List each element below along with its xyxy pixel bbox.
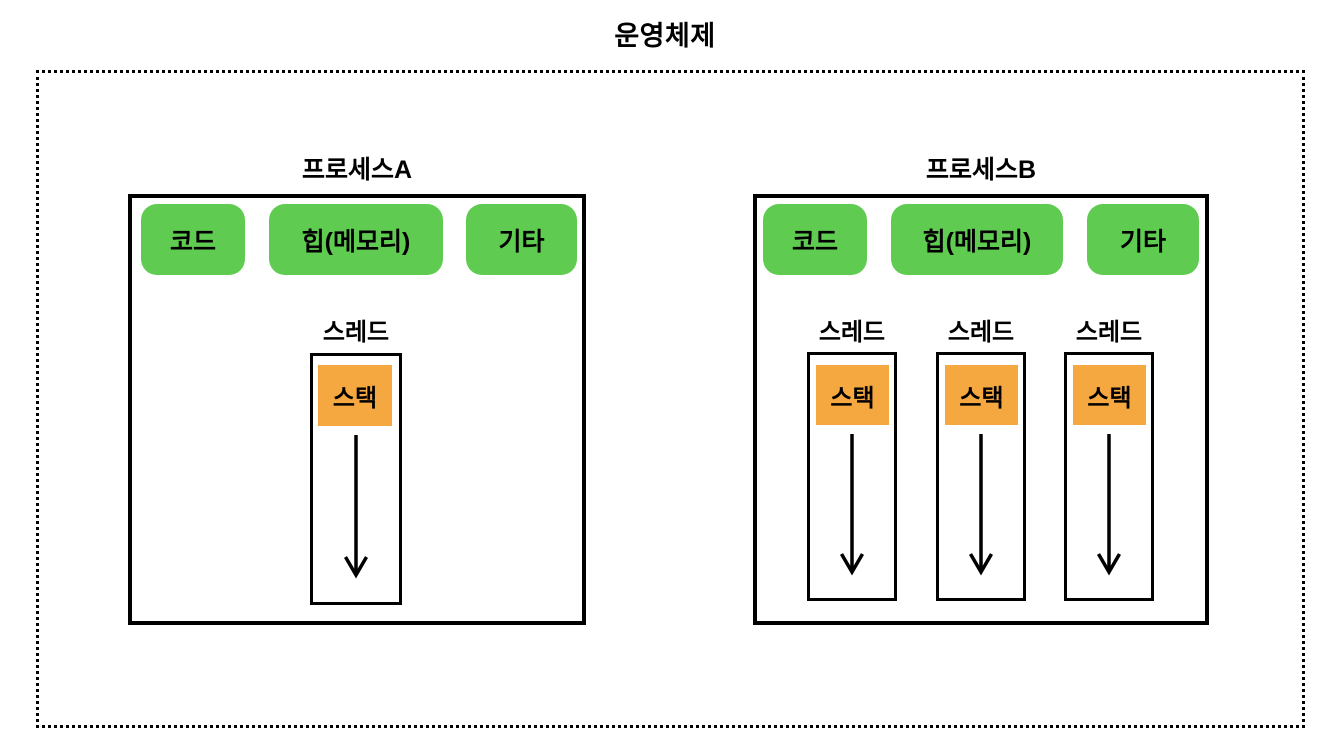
stack-growth-arrow-icon (1096, 434, 1122, 576)
process-b-segment-heap: 힙(메모리) (891, 204, 1063, 275)
process-a-label: 프로세스A (301, 156, 413, 184)
thread-label: 스레드 (322, 319, 390, 346)
stack-box: 스택 (1073, 365, 1146, 425)
stack-box: 스택 (945, 365, 1018, 425)
process-a-segment-etc: 기타 (466, 204, 577, 275)
thread-label: 스레드 (1075, 319, 1143, 346)
process-a-segment-heap: 힙(메모리) (269, 204, 443, 275)
os-boundary-box (36, 70, 1305, 728)
process-a-segment-code: 코드 (141, 204, 245, 275)
os-title: 운영체제 (614, 21, 716, 51)
process-b-segment-code: 코드 (763, 204, 867, 275)
stack-box: 스택 (816, 365, 889, 425)
stack-growth-arrow-icon (343, 435, 369, 579)
thread-label: 스레드 (818, 319, 886, 346)
thread-label: 스레드 (947, 319, 1015, 346)
stack-growth-arrow-icon (839, 434, 865, 576)
stack-growth-arrow-icon (968, 434, 994, 576)
process-b-segment-etc: 기타 (1087, 204, 1199, 275)
process-b-label: 프로세스B (925, 156, 1037, 184)
stack-box: 스택 (318, 365, 392, 426)
